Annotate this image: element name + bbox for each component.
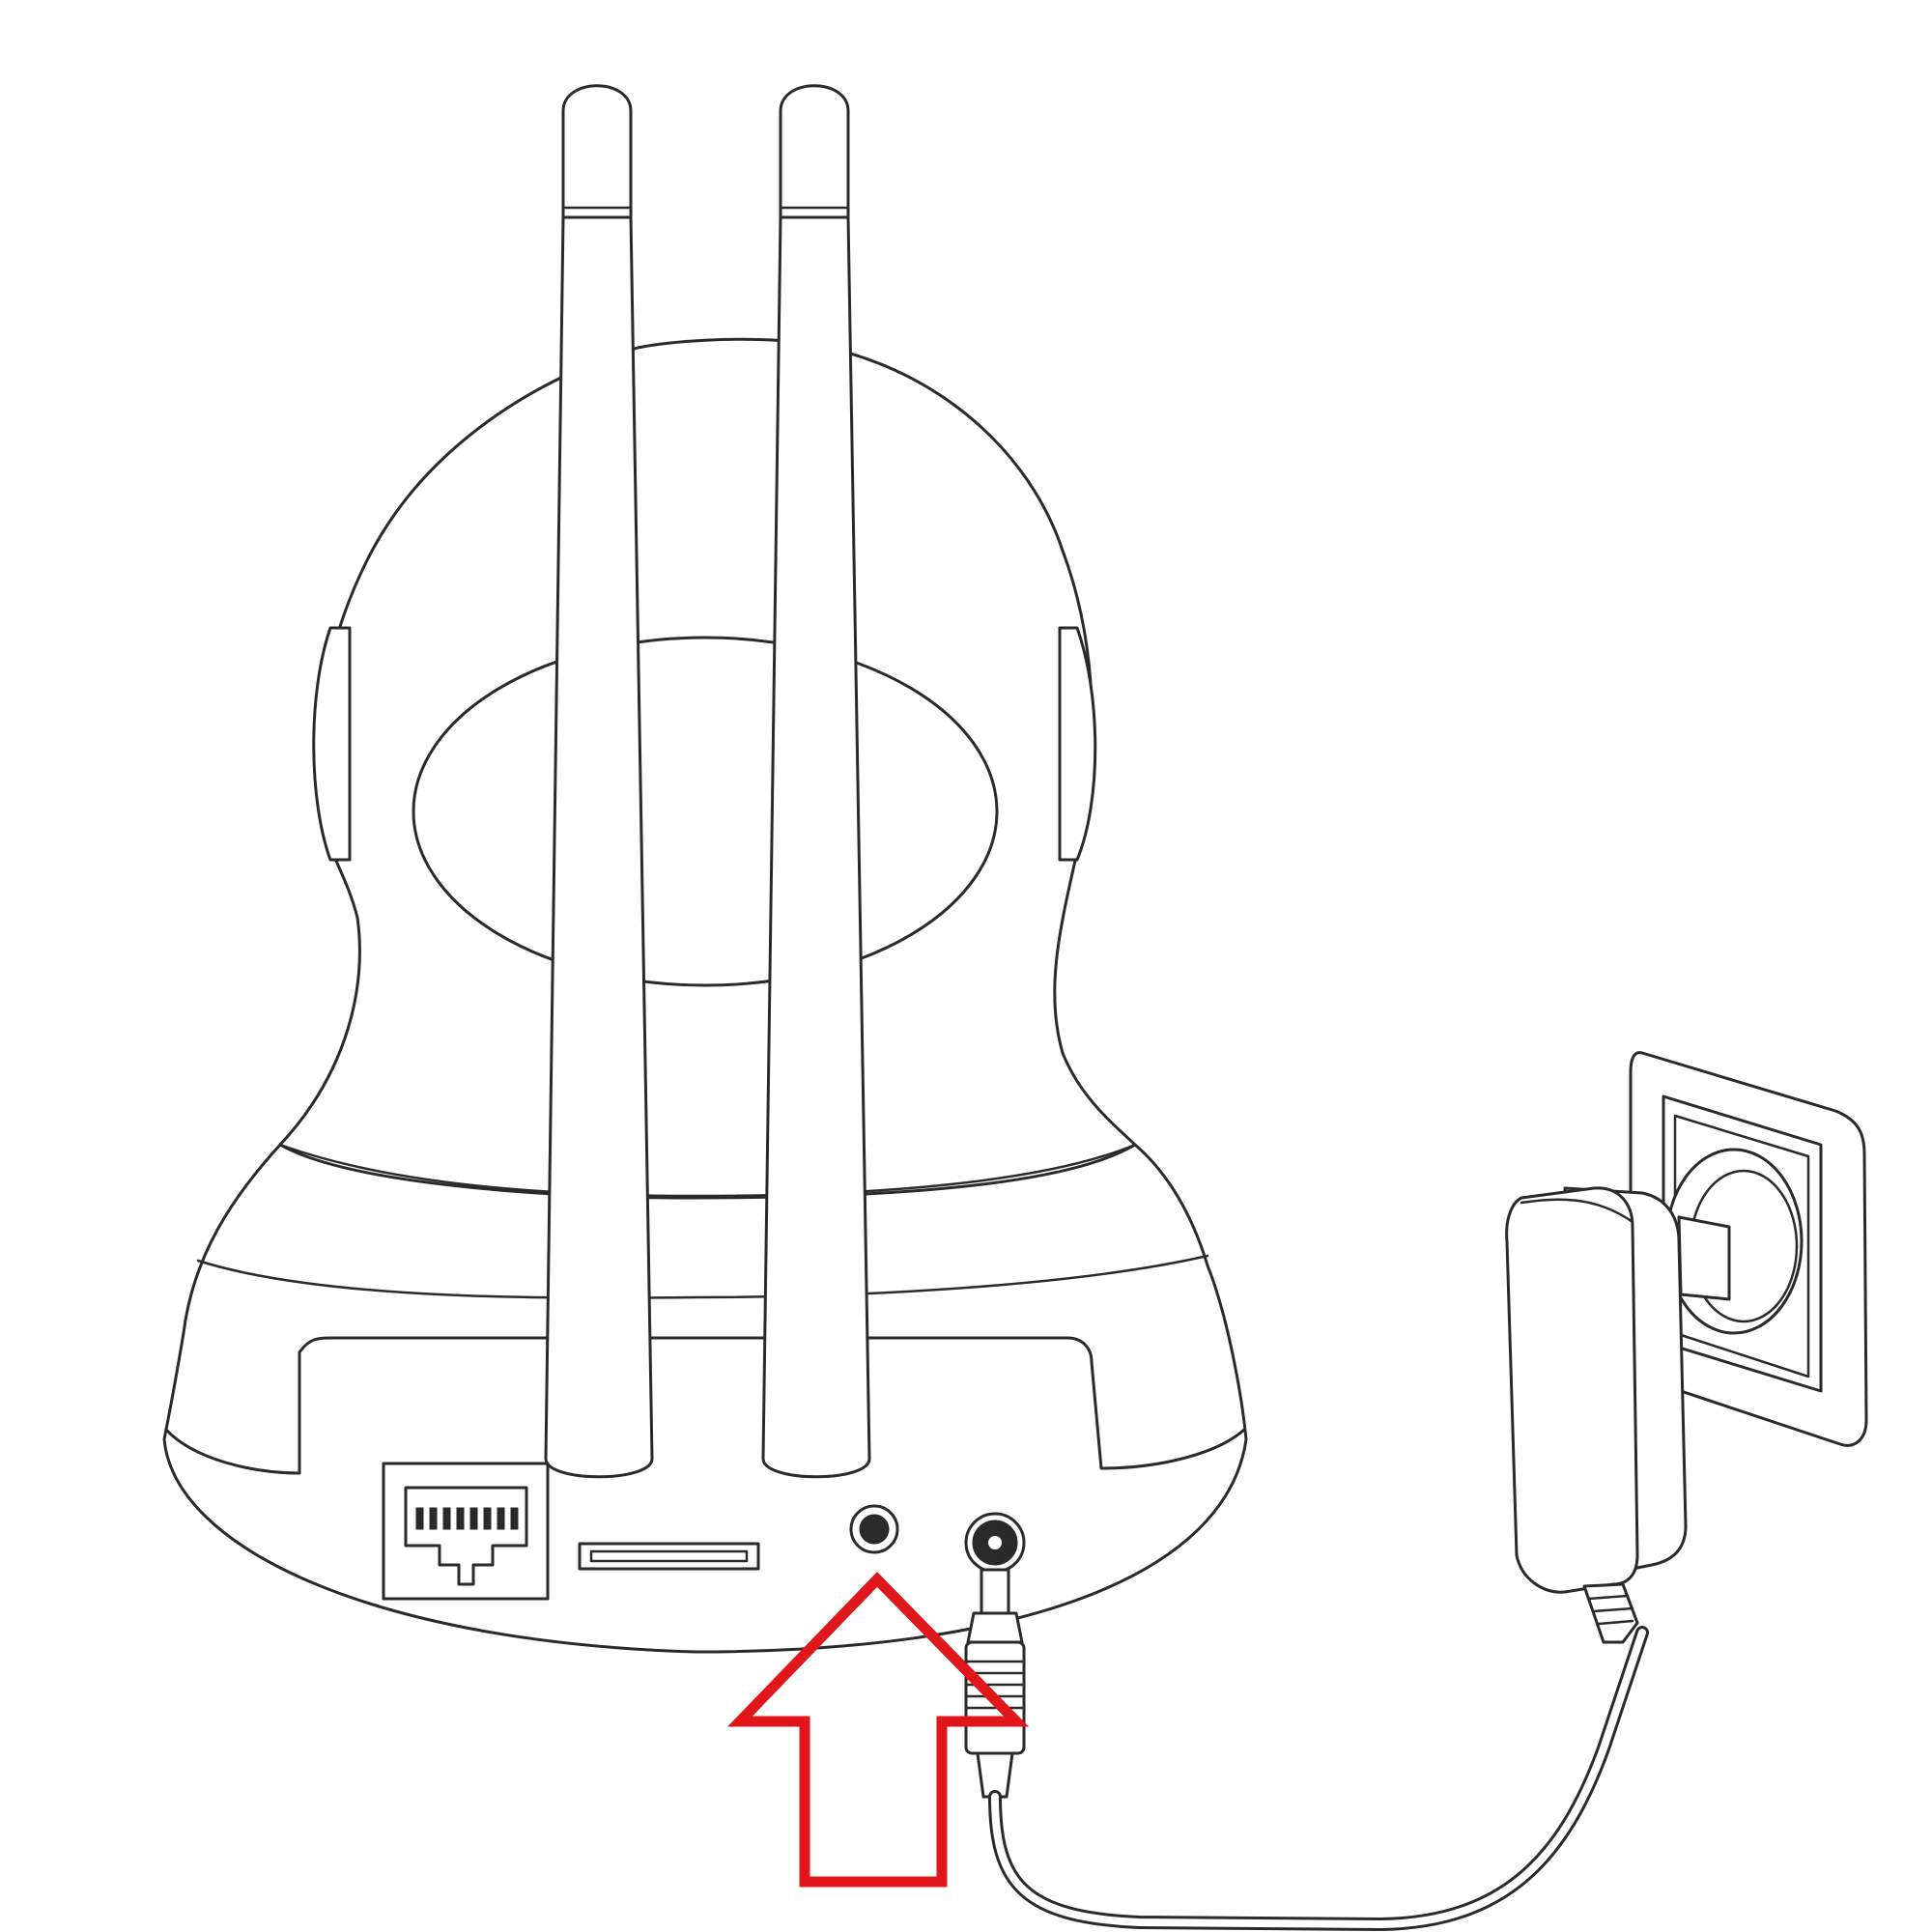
camera-base-rim [196, 1254, 1209, 1299]
dc-power-jack-icon [964, 1512, 1026, 1574]
antenna-right [761, 84, 871, 1479]
sd-card-slot-icon [578, 1542, 760, 1571]
camera-ear-right [1058, 626, 1097, 862]
wifi-antenna-icon [544, 84, 871, 1479]
antenna-left [544, 84, 654, 1479]
ptz-ip-camera-icon [162, 337, 1248, 1654]
camera-base-band [164, 1336, 1246, 1475]
power-cable [988, 1626, 1649, 1931]
adapter-boot-grip [1587, 1594, 1634, 1626]
reset-hole-icon [849, 1504, 899, 1554]
indicator-arrow [727, 1572, 1030, 1888]
up-arrow-icon [727, 1572, 1030, 1888]
camera-head-seam [278, 1143, 1137, 1198]
power-adapter-icon [1505, 1186, 1731, 1644]
rj45-pins [415, 1507, 519, 1530]
rj45-port-icon [382, 1462, 550, 1601]
camera-lens-window [412, 636, 999, 987]
camera-ear-left [312, 626, 352, 862]
